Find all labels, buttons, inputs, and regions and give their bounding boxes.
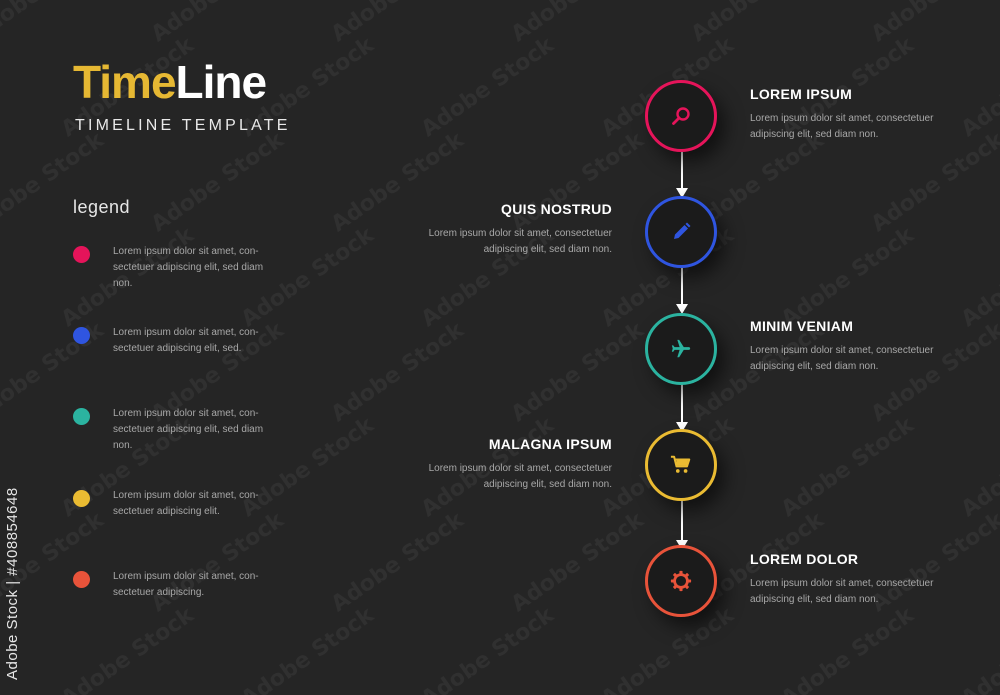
watermark-text: Adobe Stock [867,0,1000,47]
watermark-text: Adobe Stock [506,127,649,238]
legend-item-text: Lorem ipsum dolor sit amet, con-sectetue… [113,571,259,598]
watermark-text: Adobe Stock [507,0,649,47]
timeline-node-3 [645,313,717,385]
watermark-text: Adobe Stock [956,603,1000,695]
watermark-text: Adobe Stock [327,0,469,47]
legend-dot-teal [73,408,90,425]
legend-item-text: Lorem ipsum dolor sit amet, con-sectetue… [113,327,259,354]
watermark-text: Adobe Stock [687,0,829,47]
watermark-text: Adobe Stock [147,0,289,47]
arrow-down-icon [676,422,688,432]
cart-icon [670,455,691,473]
step-description: Lorem ipsum dolor sit amet, consectetuer… [750,345,934,372]
timeline-node-5 [645,545,717,617]
timeline-connector [681,500,683,542]
watermark-text: Adobe Stock [956,413,1000,523]
search-icon [672,107,690,125]
watermark-text: Adobe Stock [326,127,469,238]
timeline-node-4 [645,429,717,501]
watermark-text: Adobe Stock [956,223,1000,333]
airplane-icon [671,339,691,358]
watermark-text: Adobe Stock [0,317,109,428]
watermark-text: Adobe Stock [506,317,649,428]
watermark-text: Adobe Stock [56,602,199,695]
step-title: QUIS NOSTRUD [501,201,612,217]
watermark-text: Adobe Stock [326,507,469,618]
watermark-text: Adobe Stock [776,222,919,333]
watermark-text: Adobe Stock [416,602,559,695]
page-title: TimeLine [73,56,268,108]
watermark-text: Adobe Stock [506,507,649,618]
step-title: LOREM IPSUM [750,86,853,102]
title-part-line: Line [175,56,268,108]
legend-item-text: Lorem ipsum dolor sit amet, con-sectetue… [113,246,264,289]
watermark-text: Adobe Stock [416,32,559,143]
timeline-connector [681,384,683,424]
step-description: Lorem ipsum dolor sit amet, consectetuer… [428,228,612,255]
watermark-text: Adobe Stock [0,0,108,47]
title-part-time: Time [73,56,177,108]
gear-icon [670,570,692,592]
watermark-text: Adobe Stock [0,127,109,238]
legend-item-text: Lorem ipsum dolor sit amet, con-sectetue… [113,408,264,451]
stock-credit: Adobe Stock | #408854648 [4,487,21,680]
step-description: Lorem ipsum dolor sit amet, consectetuer… [750,578,934,605]
watermark-text: Adobe Stock [776,412,919,523]
pencil-icon [674,222,691,239]
legend-item-text: Lorem ipsum dolor sit amet, con-sectetue… [113,490,259,517]
watermark-text: Adobe Stock [236,602,379,695]
watermark-text: Adobe Stock [596,602,739,695]
watermark-text: Adobe Stock [326,317,469,428]
legend-dot-blue [73,327,90,344]
timeline-node-1 [645,80,717,152]
legend-dot-pink [73,246,90,263]
watermark-text: Adobe Stock [146,127,289,238]
arrow-down-icon [676,304,688,314]
timeline-node-2 [645,196,717,268]
legend-dot-yellow [73,490,90,507]
step-title: MALAGNA IPSUM [488,436,612,452]
watermark-text: Adobe Stock [956,33,1000,143]
timeline-connector [681,152,683,190]
step-title: LOREM DOLOR [750,551,859,567]
step-description: Lorem ipsum dolor sit amet, consectetuer… [428,463,612,490]
arrow-down-icon [676,188,688,198]
timeline-connector [681,268,683,306]
step-description: Lorem ipsum dolor sit amet, consectetuer… [750,113,934,140]
watermark-text: Adobe Stock [776,602,919,695]
legend-dot-orange [73,571,90,588]
page-subtitle: TIMELINE TEMPLATE [75,117,291,134]
step-title: MINIM VENIAM [750,318,854,334]
legend-title: legend [73,197,131,217]
watermark-text: Adobe Stock [866,127,1000,238]
